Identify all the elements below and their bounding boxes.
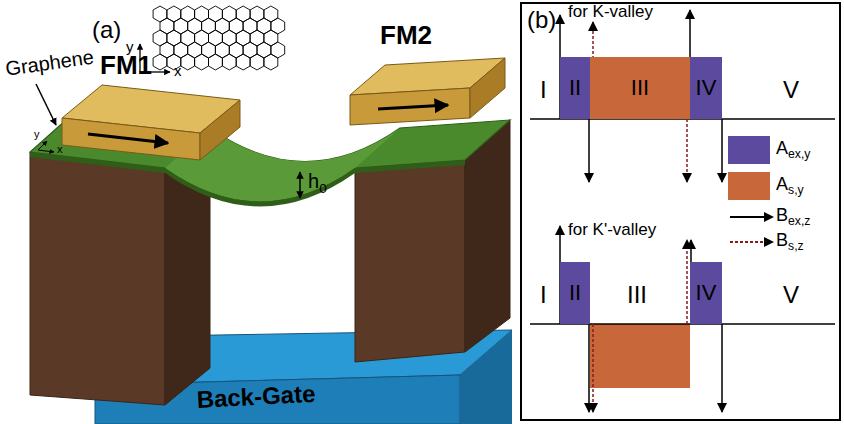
magnetization-arrow — [88, 134, 168, 143]
legend-arrowhead — [764, 212, 774, 222]
legend-arrowhead — [764, 237, 774, 247]
panel-frame — [521, 3, 840, 420]
graphene-sheet — [30, 112, 510, 202]
electrode-label: FM1 — [100, 50, 152, 81]
legend-line-sample — [728, 232, 776, 252]
region-label: III — [631, 75, 649, 101]
right-pillar — [355, 160, 465, 362]
legend-line-sample — [728, 207, 776, 227]
b-ex-arrow — [588, 119, 590, 182]
region-label: IV — [696, 75, 717, 101]
legend-entry: Bex,z — [728, 205, 810, 228]
region-label: III — [627, 281, 647, 309]
fm1-front — [62, 118, 200, 160]
fm2-front — [350, 88, 470, 125]
region-label: I — [540, 281, 547, 309]
axis-arrow — [38, 141, 47, 150]
b-ex-arrow — [588, 324, 590, 412]
panel-letter: (a) — [92, 16, 121, 44]
axis-label: x — [174, 62, 182, 79]
legend-text: Bex,z — [776, 205, 810, 228]
material-label: Graphene — [4, 46, 95, 81]
legend-arrow — [730, 241, 766, 243]
panel-letter: (b) — [527, 6, 556, 34]
b-ex-arrow — [721, 324, 723, 412]
legend-text: As,y — [776, 174, 804, 197]
axis-label: y — [34, 128, 40, 140]
electrode-label: FM2 — [380, 20, 432, 51]
region-label: IV — [696, 280, 717, 306]
legend-arrow — [730, 216, 766, 218]
lattice-cells — [153, 6, 285, 70]
legend-entry: As,y — [728, 172, 804, 200]
legend-entry: Aex,y — [728, 136, 810, 164]
legend-text: Aex,y — [776, 138, 810, 161]
height-label: h0 — [308, 170, 327, 196]
valley-label: for K'-valley — [568, 220, 656, 240]
magnetization-arrow — [378, 105, 448, 109]
region-label: II — [569, 280, 581, 306]
graphene-edge — [30, 152, 465, 207]
region-label: V — [783, 281, 799, 309]
axis-label: x — [57, 143, 63, 155]
legend-entry: Bs,z — [728, 230, 804, 253]
fm2-end — [470, 58, 505, 118]
potential-region: IV — [690, 262, 722, 324]
legend-text: Bs,z — [776, 230, 804, 253]
potential-region: IV — [690, 57, 722, 119]
leader-arrow — [36, 84, 56, 125]
a-s-region — [590, 324, 690, 388]
fm1-end — [200, 100, 240, 160]
region-label: II — [569, 75, 581, 101]
region-label: I — [540, 76, 547, 104]
region-label: V — [783, 76, 799, 104]
b-s-arrow — [686, 119, 688, 182]
left-pillar — [30, 152, 165, 405]
valley-label: for K-valley — [568, 2, 653, 22]
hexagonal-lattice — [153, 6, 285, 70]
b-s-arrow — [686, 240, 688, 324]
height-arrow — [299, 172, 301, 198]
potential-region: III — [590, 57, 690, 119]
legend-swatch — [728, 136, 770, 164]
potential-region: II — [560, 57, 590, 119]
legend-swatch — [728, 172, 770, 200]
potential-region: II — [560, 262, 590, 324]
axis-arrow — [38, 150, 54, 152]
b-s-arrow — [592, 324, 594, 412]
b-ex-arrow — [721, 119, 723, 182]
